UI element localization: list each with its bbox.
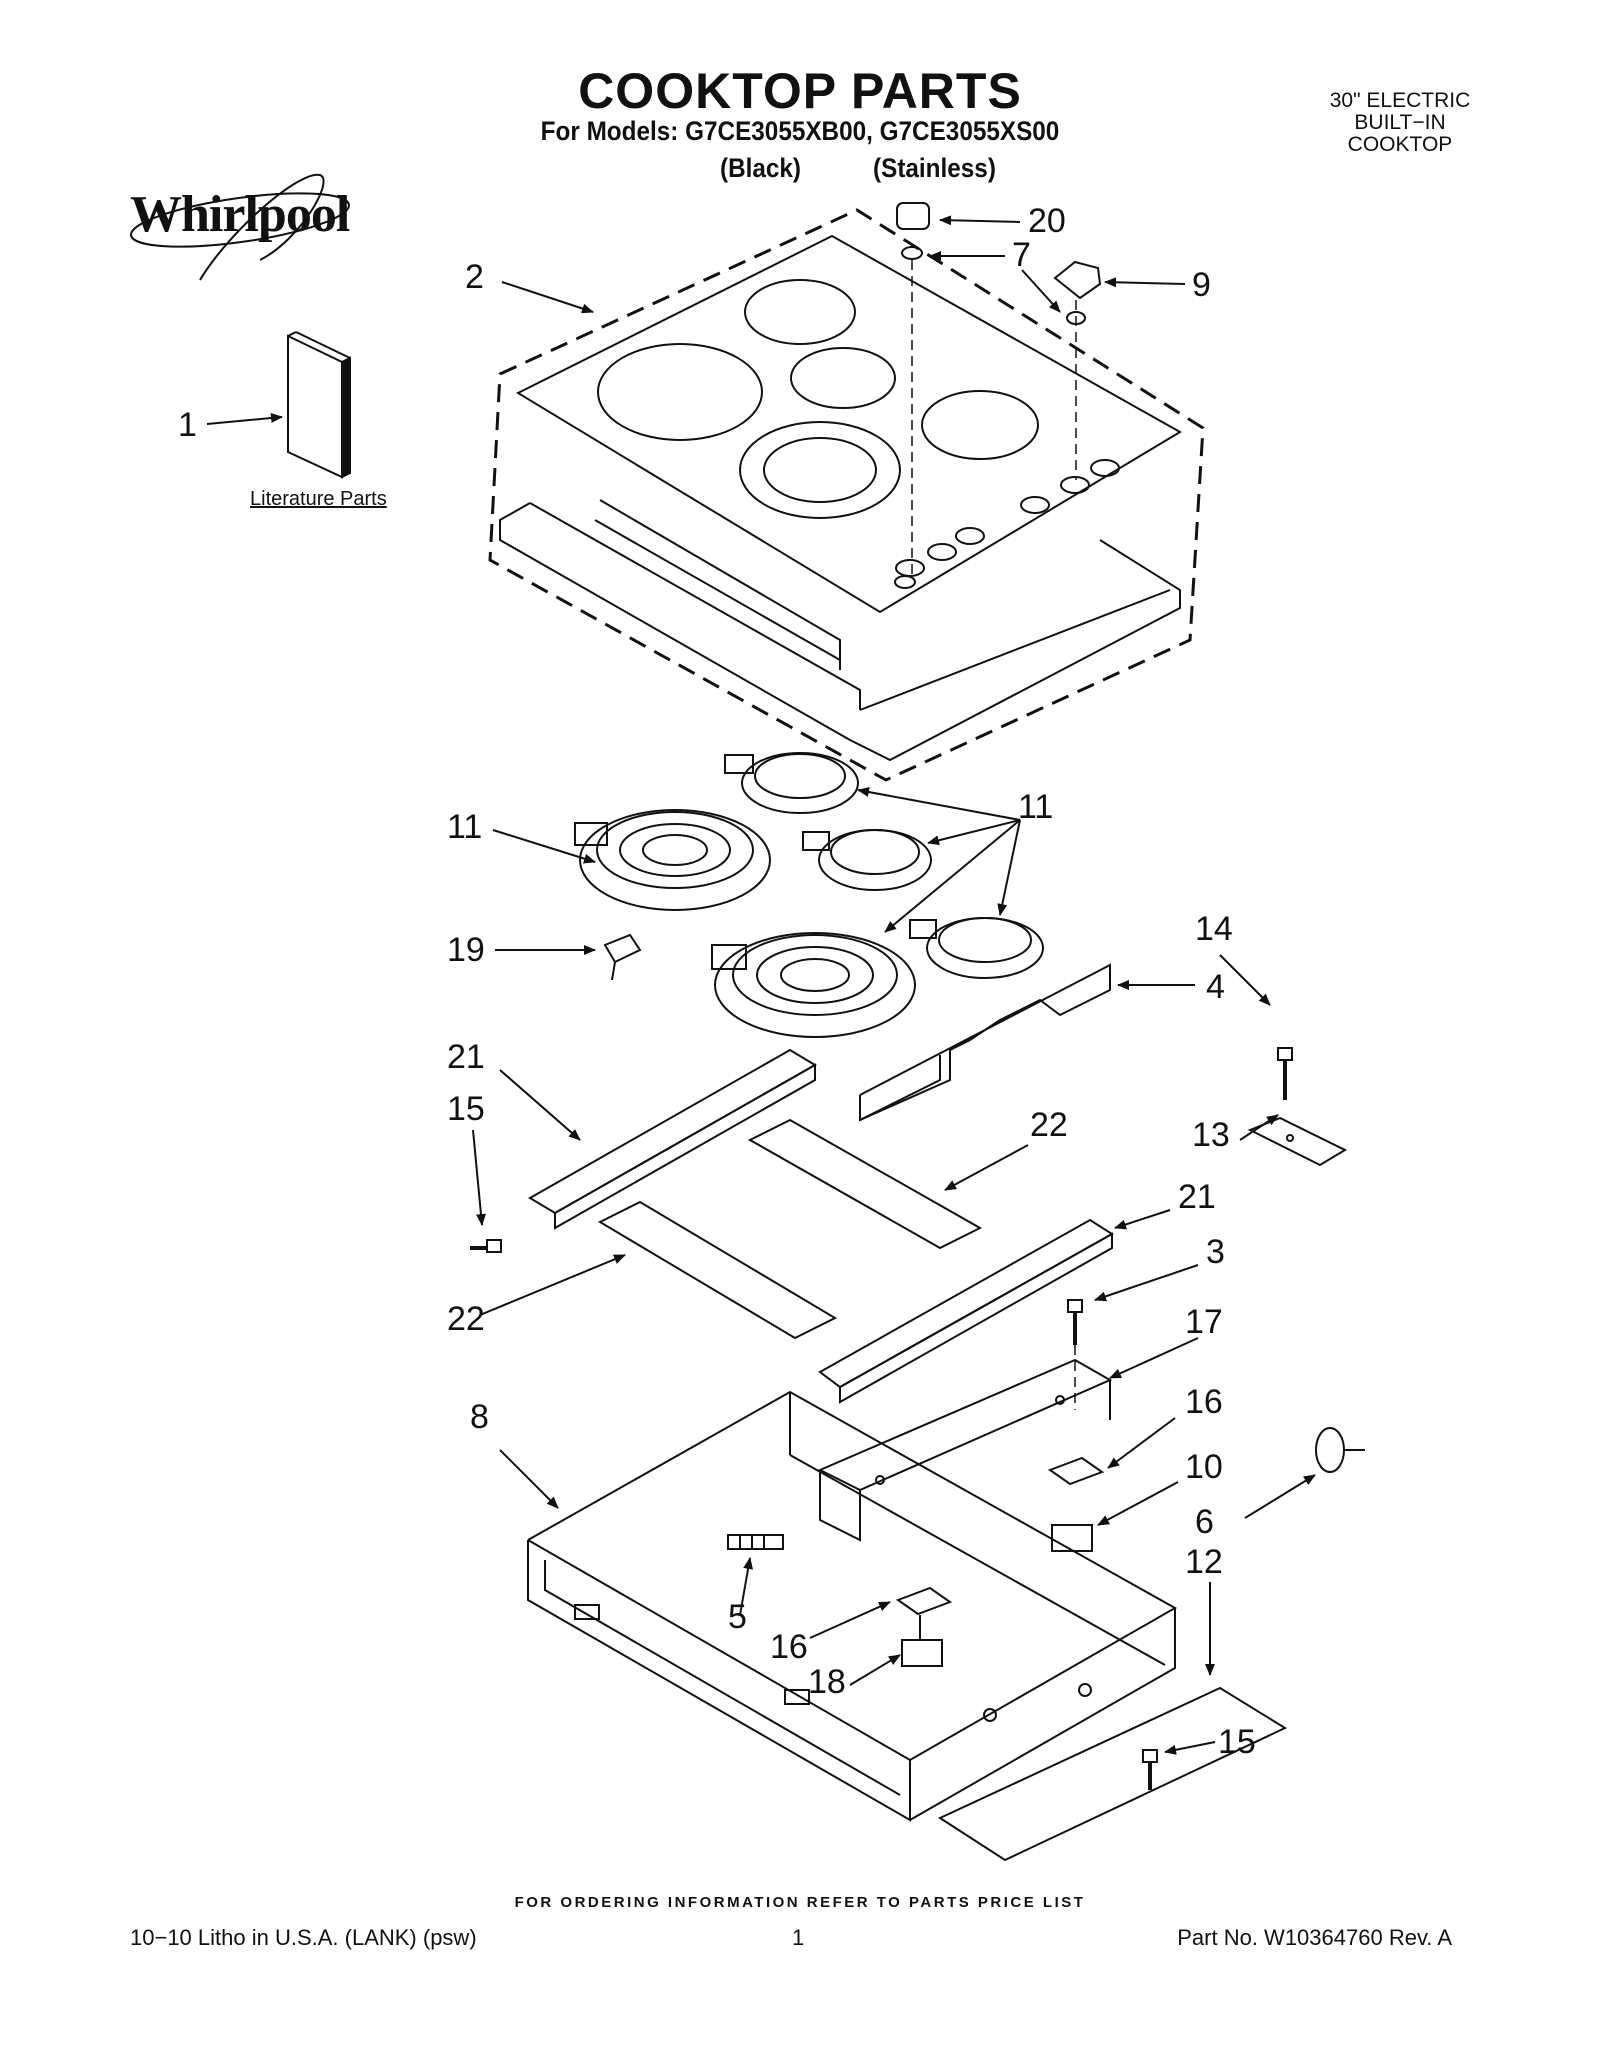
model-variants: (Black) (Stainless)	[720, 153, 996, 184]
product-line-2: BUILT−IN	[1354, 111, 1446, 134]
control-knob	[1053, 260, 1102, 300]
switch-plate-upper	[1047, 1456, 1105, 1486]
support-bracket-upper	[747, 1118, 983, 1250]
part-number: Part No. W10364760 Rev. A	[1177, 1925, 1452, 1950]
screw-3	[1067, 1299, 1083, 1345]
product-line-3: COOKTOP	[1347, 133, 1453, 156]
surface-element-small-right	[909, 917, 1044, 979]
callout-6: 6	[1195, 1503, 1214, 1541]
terminal-block	[727, 1534, 784, 1550]
page-number: 1	[792, 1925, 805, 1950]
callout-22-lower: 22	[447, 1300, 485, 1338]
callout-21-left: 21	[447, 1038, 485, 1076]
literature-booklet	[287, 331, 351, 479]
product-description: 30" ELECTRIC BUILT−IN COOKTOP	[1300, 90, 1500, 156]
callout-10: 10	[1185, 1448, 1223, 1486]
callout-2: 2	[465, 258, 484, 296]
rail-left	[528, 1048, 817, 1230]
control-bracket	[817, 1358, 1113, 1542]
callout-4: 4	[1206, 968, 1225, 1006]
callout-16-upper: 16	[1185, 1383, 1223, 1421]
literature-parts-label: Literature Parts	[250, 488, 387, 510]
variant-stainless: (Stainless)	[873, 153, 996, 183]
callout-22-upper: 22	[1030, 1106, 1068, 1144]
surface-element-large-left	[574, 809, 771, 911]
screw-14	[1277, 1047, 1293, 1100]
product-line-1: 30" ELECTRIC	[1329, 89, 1471, 112]
knob-seal	[901, 246, 923, 260]
whirlpool-logo-swirl	[130, 173, 350, 281]
callout-7: 7	[1012, 236, 1031, 274]
screw-15-right	[1142, 1749, 1158, 1790]
callout-11-right: 11	[1018, 788, 1054, 826]
whirlpool-logo: Whirlpool	[130, 186, 350, 243]
callout-13: 13	[1192, 1116, 1230, 1154]
variant-black: (Black)	[720, 153, 802, 183]
callout-15-left: 15	[447, 1090, 485, 1128]
rail-right	[818, 1218, 1114, 1404]
cooktop-assembly-boundary	[488, 208, 1205, 782]
indicator-light	[1315, 1427, 1365, 1473]
support-bracket-lower	[597, 1200, 838, 1340]
callout-11-left: 11	[447, 808, 483, 846]
heat-shield	[859, 963, 1111, 1122]
infinite-switch-18	[901, 1615, 943, 1667]
trim-frame	[499, 499, 1181, 762]
callout-16-lower: 16	[770, 1628, 808, 1666]
page-title: COOKTOP PARTS	[578, 63, 1022, 119]
callout-21-right: 21	[1178, 1178, 1216, 1216]
callout-8: 8	[470, 1398, 489, 1436]
callout-14: 14	[1195, 910, 1233, 948]
surface-element-large-front	[711, 932, 916, 1038]
model-numbers: For Models: G7CE3055XB00, G7CE3055XS00	[540, 116, 1060, 146]
ordering-note: FOR ORDERING INFORMATION REFER TO PARTS …	[514, 1894, 1086, 1911]
surface-element-small-mid	[802, 829, 932, 891]
switch-plate-lower	[895, 1586, 953, 1616]
litho-note: 10−10 Litho in U.S.A. (LANK) (psw)	[130, 1925, 477, 1950]
glass-cooktop	[515, 234, 1182, 614]
callout-15-right: 15	[1218, 1723, 1256, 1761]
surface-element-rear	[724, 752, 859, 814]
callout-12: 12	[1185, 1543, 1223, 1581]
callout-5: 5	[728, 1598, 747, 1636]
callout-19: 19	[447, 931, 485, 969]
callout-20: 20	[1028, 202, 1066, 240]
screw-15-left	[470, 1239, 502, 1253]
access-panel	[937, 1686, 1288, 1862]
callout-3: 3	[1206, 1233, 1225, 1271]
callout-17: 17	[1185, 1303, 1223, 1341]
callout-9: 9	[1192, 266, 1211, 304]
cooktop-base-box	[527, 1390, 1178, 1822]
infinite-switch-10	[1051, 1524, 1093, 1552]
knob-cap	[896, 202, 930, 230]
callout-18: 18	[808, 1663, 846, 1701]
callout-1: 1	[178, 406, 197, 444]
wire-clip	[603, 933, 642, 981]
